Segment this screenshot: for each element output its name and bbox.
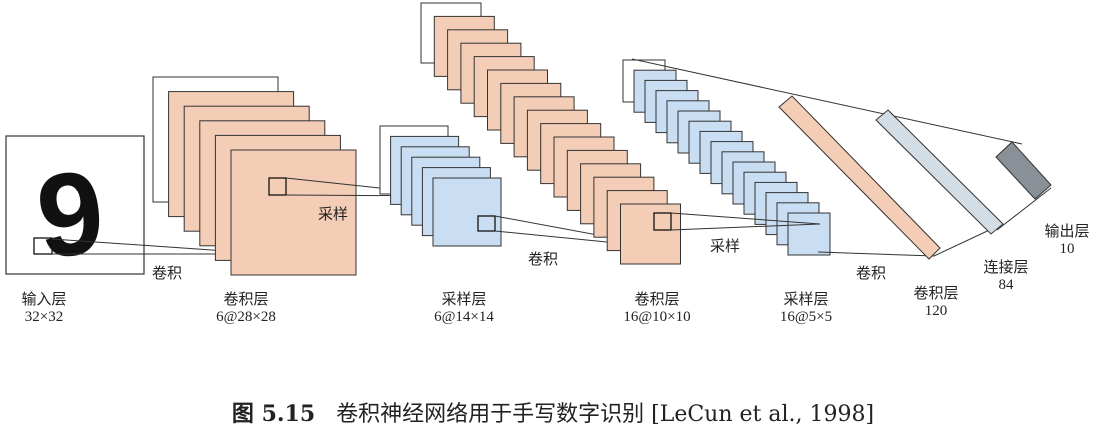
conv1-feature-map-stack xyxy=(152,76,357,276)
layer-name: 采样层 xyxy=(441,290,487,308)
pool2-connection-line xyxy=(670,223,821,231)
input-image-frame xyxy=(5,135,145,275)
layer-name: 输出层 xyxy=(1044,222,1090,240)
layer-label-conv1: 卷积层 6@28×28 xyxy=(196,290,296,326)
op-label-conv2: 卷积 xyxy=(528,250,559,268)
layer-size: 6@14×14 xyxy=(434,309,494,325)
layer-name: 卷积层 xyxy=(913,284,959,302)
c5-layer-bar xyxy=(778,95,941,260)
f6-layer-bar xyxy=(875,109,1004,235)
layer-name: 卷积层 xyxy=(223,290,269,308)
conv3-connection-line xyxy=(631,58,1023,145)
figure-number: 图 5.15 xyxy=(231,401,316,427)
figure-caption: 图 5.15 卷积神经网络用于手写数字识别 [LeCun et al., 199… xyxy=(0,396,1106,428)
layer-size: 32×32 xyxy=(24,309,64,325)
op-label-pool1: 采样 xyxy=(318,205,349,223)
layer-name: 卷积层 xyxy=(634,290,680,308)
layer-label-input: 输入层 32×32 xyxy=(14,290,74,326)
layer-label-pool2: 采样层 16@5×5 xyxy=(756,290,856,326)
layer-name: 输入层 xyxy=(21,290,67,308)
conv2-receptive-field xyxy=(653,212,672,231)
input-receptive-field xyxy=(33,237,53,255)
layer-name: 连接层 xyxy=(983,258,1029,276)
layer-label-pool1: 采样层 6@14×14 xyxy=(414,290,514,326)
layer-label-c5: 卷积层 120 xyxy=(896,284,976,320)
layer-size: 16@10×10 xyxy=(623,309,691,325)
input-digit: 9 xyxy=(31,146,110,284)
layer-size: 120 xyxy=(924,303,948,319)
layer-size: 6@28×28 xyxy=(216,309,276,325)
pool2-feature-map-stack xyxy=(622,59,831,256)
op-label-conv3: 卷积 xyxy=(856,264,887,282)
op-label-pool2: 采样 xyxy=(710,237,741,255)
pool1-feature-map-stack xyxy=(379,125,502,247)
op-label-conv1: 卷积 xyxy=(152,264,183,282)
pool2-feature-map xyxy=(787,212,831,256)
layer-size: 16@5×5 xyxy=(779,309,833,325)
pool1-feature-map xyxy=(432,177,502,247)
layer-name: 采样层 xyxy=(783,290,829,308)
conv1-feature-map xyxy=(230,149,357,276)
layer-label-conv2: 卷积层 16@10×10 xyxy=(602,290,712,326)
pool1-receptive-field xyxy=(477,215,496,232)
caption-text: 卷积神经网络用于手写数字识别 [LeCun et al., 1998] xyxy=(336,402,875,427)
conv3-connection-line xyxy=(817,251,935,257)
output-layer-bar xyxy=(995,141,1052,200)
output-connection-line xyxy=(996,187,1052,231)
layer-size: 84 xyxy=(998,277,1014,293)
layer-label-output: 输出层 10 xyxy=(1032,222,1102,258)
conv1-receptive-field xyxy=(268,177,287,196)
layer-label-f6: 连接层 84 xyxy=(966,258,1046,294)
layer-size: 10 xyxy=(1059,241,1075,257)
pool2-connection-line xyxy=(670,212,821,225)
